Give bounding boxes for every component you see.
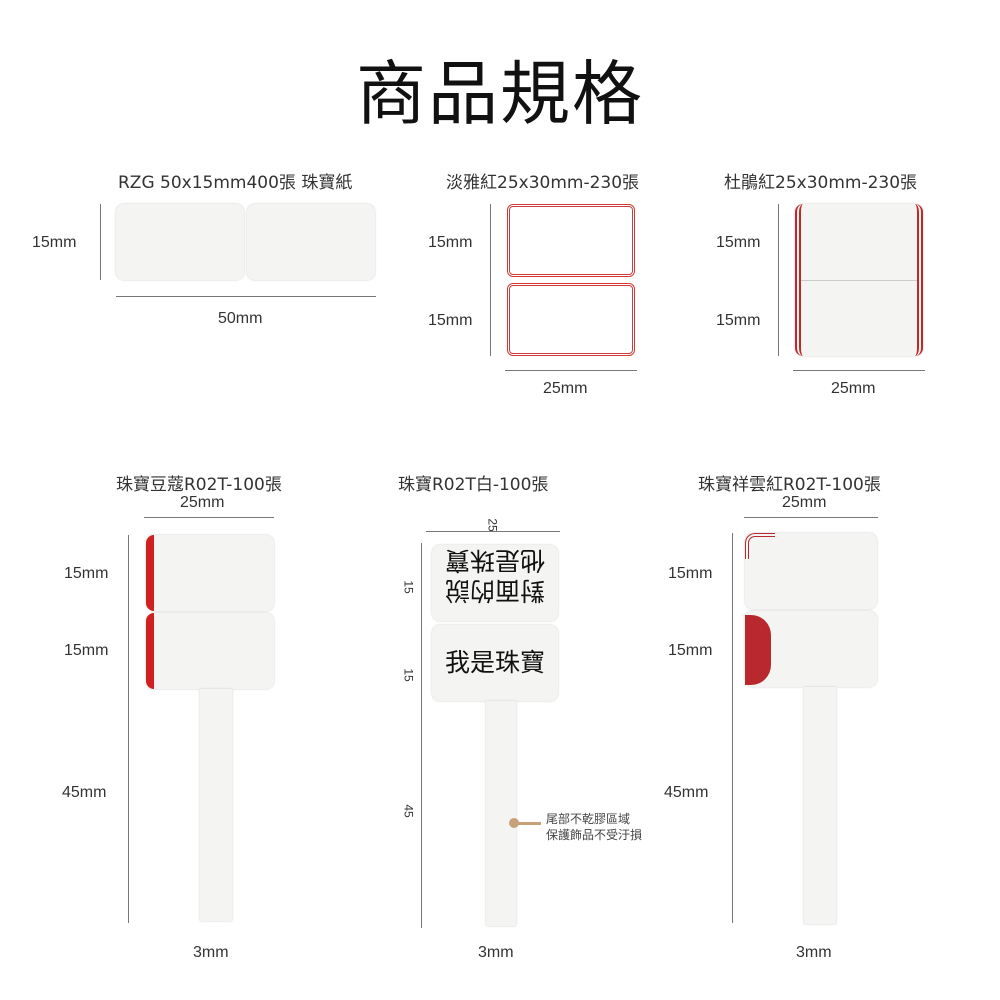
dim-tail: 45mm [664,784,709,801]
dim-line [778,204,779,356]
product-caption: RZG 50x15mm400張 珠寶紙 [118,173,353,193]
dim-height-top: 15mm [64,565,109,582]
dim-height-top: 15 [401,580,416,594]
note-line-1: 尾部不乾膠區域 [546,812,631,826]
sample-text-back-2: 他是珠寶 [445,546,546,575]
dim-width: 25mm [782,494,827,511]
dim-line [732,533,733,923]
label-tail [804,687,836,924]
product-caption: 杜鵑紅25x30mm-230張 [724,173,918,193]
label-left [116,204,244,280]
dim-line [490,204,491,356]
cloud-pattern [745,533,775,559]
dim-width: 25mm [831,380,876,397]
label-top [146,535,274,611]
dim-height-bottom: 15mm [428,312,473,329]
dim-line [505,370,637,371]
dim-width: 50mm [218,310,263,327]
cloud-pattern [745,615,771,685]
product-caption: 珠寶祥雲紅R02T-100張 [698,475,881,495]
dim-tail-width: 3mm [796,944,832,961]
page-title: 商品規格 [356,53,644,135]
dim-width: 25mm [543,380,588,397]
dim-tail-width: 3mm [478,944,514,961]
label-bottom [146,613,274,689]
dim-height-top: 15mm [428,234,473,251]
product-caption: 珠寶R02T白-100張 [398,475,549,495]
sample-text-back-1: 對面的說 [445,576,546,605]
dim-line [128,535,129,923]
dim-width: 25 [485,518,500,532]
dim-height-top: 15mm [668,565,713,582]
dim-height-bottom: 15mm [716,312,761,329]
dim-height: 15mm [32,234,77,251]
dim-line [421,543,422,928]
dim-tail-width: 3mm [193,944,229,961]
label-right [247,204,375,280]
dim-height-top: 15mm [716,234,761,251]
dim-width: 25mm [180,494,225,511]
dim-height-bottom: 15 [401,668,416,682]
note-pointer [515,822,541,825]
sample-text-front: 我是珠寶 [432,625,558,701]
label-top: 對面的說 他是珠寶 [432,545,558,621]
perforation [801,280,917,281]
dim-line [144,517,274,518]
note-line-2: 保護飾品不受汙損 [546,828,643,842]
label-tail [200,689,232,921]
label-bottom [745,611,877,687]
product-caption: 珠寶豆蔻R02T-100張 [116,475,282,495]
dim-line [744,517,878,518]
note-dot-icon [509,818,519,828]
dim-height-bottom: 15mm [64,642,109,659]
product-caption: 淡雅紅25x30mm-230張 [446,173,640,193]
dim-line [426,531,560,532]
dim-height-bottom: 15mm [668,642,713,659]
label-bottom [507,283,635,356]
label-top [745,533,877,609]
label-top [507,204,635,277]
tail-note: 尾部不乾膠區域 保護飾品不受汙損 [546,811,642,843]
dim-tail: 45 [401,804,416,818]
label-tail [486,701,516,926]
dim-line [793,370,925,371]
dim-tail: 45mm [62,784,107,801]
dim-line [116,296,376,297]
dim-line [100,204,101,280]
